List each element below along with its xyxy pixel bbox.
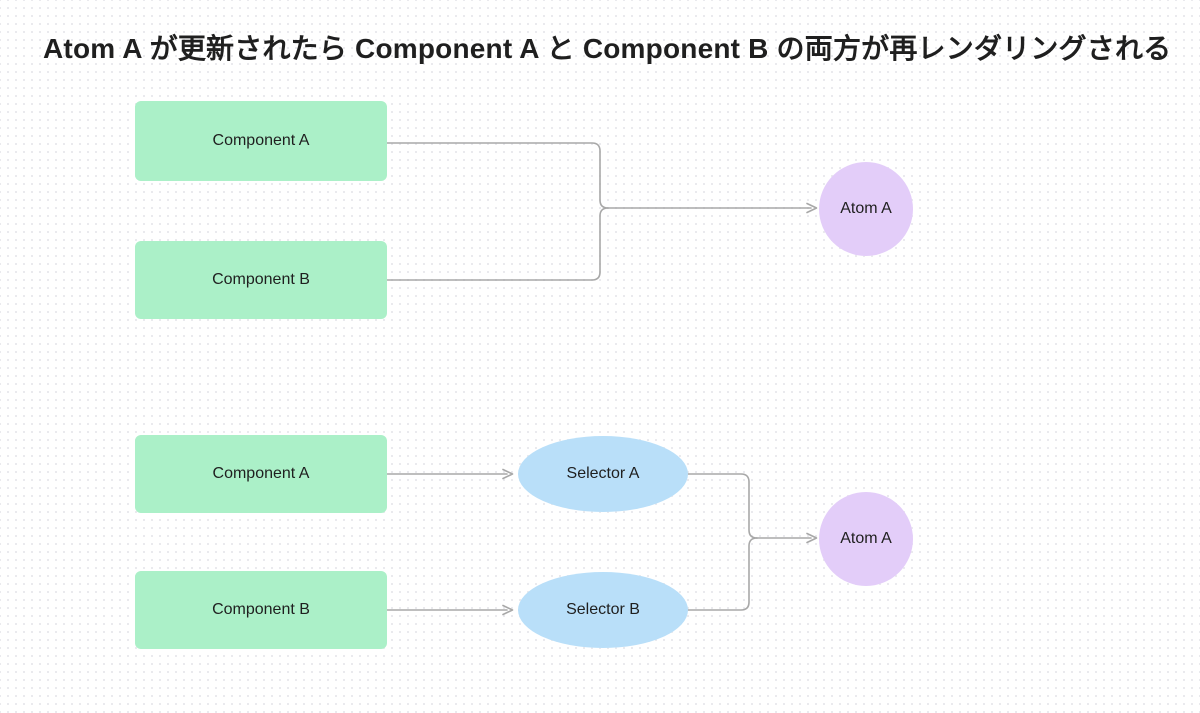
node-selector-b: Selector B <box>518 572 688 648</box>
node-top-atom-a-label: Atom A <box>840 200 892 217</box>
node-top-atom-a: Atom A <box>819 162 913 256</box>
node-bottom-component-b-label: Component B <box>212 601 310 618</box>
connector-top-component-b-to-merge <box>386 207 609 281</box>
connector-selector-b-to-merge <box>687 537 758 611</box>
node-top-component-a-label: Component A <box>212 132 310 149</box>
arrowhead-icon <box>806 532 818 544</box>
node-bottom-atom-a: Atom A <box>819 492 913 586</box>
node-selector-b-label: Selector B <box>566 601 640 618</box>
node-bottom-component-a: Component A <box>135 435 387 513</box>
node-top-component-b-label: Component B <box>212 271 310 288</box>
node-bottom-atom-a-label: Atom A <box>840 530 892 547</box>
node-bottom-component-a-label: Component A <box>212 465 310 482</box>
connector-top-component-a-to-atom-a <box>386 142 812 209</box>
arrowhead-icon <box>502 604 514 616</box>
node-top-component-b: Component B <box>135 241 387 319</box>
arrowhead-icon <box>806 202 818 214</box>
node-selector-a: Selector A <box>518 436 688 512</box>
node-top-component-a: Component A <box>135 101 387 181</box>
arrowhead-icon <box>502 468 514 480</box>
node-bottom-component-b: Component B <box>135 571 387 649</box>
connector-selector-a-to-merge <box>687 473 758 539</box>
node-selector-a-label: Selector A <box>566 465 640 482</box>
diagram-title: Atom A が更新されたら Component A と Component B… <box>43 33 1172 64</box>
